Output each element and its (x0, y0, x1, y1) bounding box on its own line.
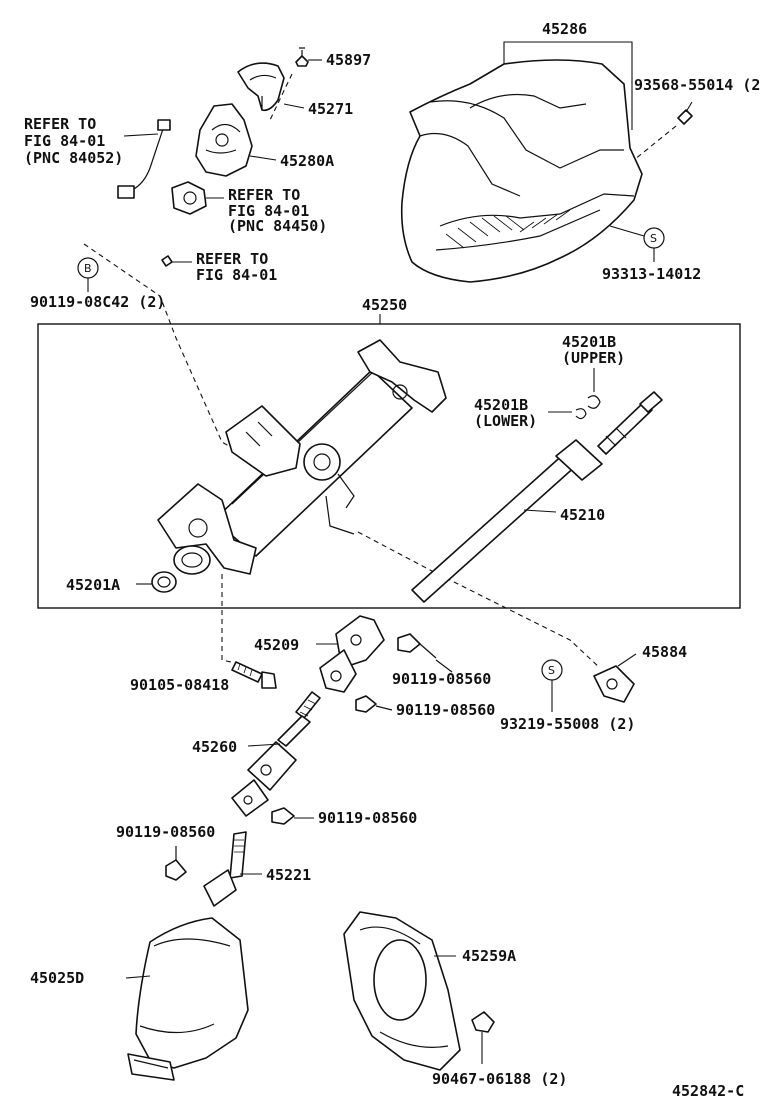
label-45271: 45271 (308, 100, 353, 118)
refer-1-line-3: (PNC 84052) (24, 149, 123, 167)
refer-1-line-1: REFER TO (24, 115, 96, 133)
label-90119-08560-c: 90119-08560 (318, 809, 417, 827)
bolt-90119-a (397, 633, 437, 659)
circle-s-text-2: S (548, 664, 555, 677)
label-90119-08560-b: 90119-08560 (396, 701, 495, 719)
refer-3-line-2: FIG 84-01 (196, 266, 277, 284)
main-shaft-45210 (411, 391, 663, 603)
label-45209: 45209 (254, 636, 299, 654)
label-45221: 45221 (266, 866, 311, 884)
label-45260: 45260 (192, 738, 237, 756)
label-45897: 45897 (326, 51, 371, 69)
label-90119-08560-d: 90119-08560 (116, 823, 215, 841)
part-45884 (593, 653, 637, 703)
label-93313-14012: 93313-14012 (602, 265, 701, 283)
refer-2-line-1: REFER TO (228, 186, 300, 204)
label-90105-08418: 90105-08418 (130, 676, 229, 694)
assembly-box-45250 (37, 323, 741, 609)
label-45201B-lower: 45201B (474, 396, 528, 414)
steering-column-45250 (157, 339, 447, 575)
intermediate-shaft-45260 (231, 691, 321, 817)
sensor-part (171, 181, 224, 215)
bushing-45201A (151, 571, 177, 593)
universal-joint-45209 (319, 615, 385, 693)
refer-2-line-3: (PNC 84450) (228, 217, 327, 235)
refer-3-line-1: REFER TO (196, 250, 268, 268)
screw-45897 (295, 47, 322, 67)
boot-45025D (127, 917, 249, 1081)
label-45286: 45286 (542, 20, 587, 38)
label-90467-06188: 90467-06188 (2) (432, 1070, 567, 1088)
column-cover-45286 (400, 59, 643, 283)
refer-2-line-2: FIG 84-01 (228, 202, 309, 220)
circle-s-text-1: S (650, 232, 657, 245)
label-45250: 45250 (362, 296, 407, 314)
label-45259A: 45259A (462, 947, 516, 965)
diagram-id: 452842-C (672, 1082, 744, 1100)
label-upper: (UPPER) (562, 349, 625, 367)
clip-90467 (471, 1011, 495, 1064)
screw-93568 (677, 101, 693, 125)
wire-harness-connector (117, 119, 171, 199)
bolt-90119-b (355, 695, 393, 713)
shaft-45221 (203, 831, 247, 907)
small-screw (161, 255, 192, 267)
label-45201B-upper: 45201B (562, 333, 616, 351)
refer-1-line-2: FIG 84-01 (24, 132, 105, 150)
bushing-45201B (575, 395, 601, 420)
label-45201A: 45201A (66, 576, 120, 594)
label-45280A: 45280A (280, 152, 334, 170)
bolt-90105 (231, 661, 277, 689)
label-45210: 45210 (560, 506, 605, 524)
label-93219-55008: 93219-55008 (2) (500, 715, 635, 733)
bolt-90119-d (165, 846, 187, 881)
label-45884: 45884 (642, 643, 687, 661)
switch-bracket-45280A (195, 103, 277, 177)
label-93568-55014: 93568-55014 (2) (634, 76, 760, 94)
cover-45259A (343, 911, 461, 1071)
bracket-cover-45271 (237, 62, 305, 112)
label-90119-08C42: 90119-08C42 (2) (30, 293, 165, 311)
bolt-90119-c (271, 807, 314, 825)
label-lower: (LOWER) (474, 412, 537, 430)
circle-b-text: B (84, 262, 92, 275)
label-45025D: 45025D (30, 969, 84, 987)
label-90119-08560-a: 90119-08560 (392, 670, 491, 688)
